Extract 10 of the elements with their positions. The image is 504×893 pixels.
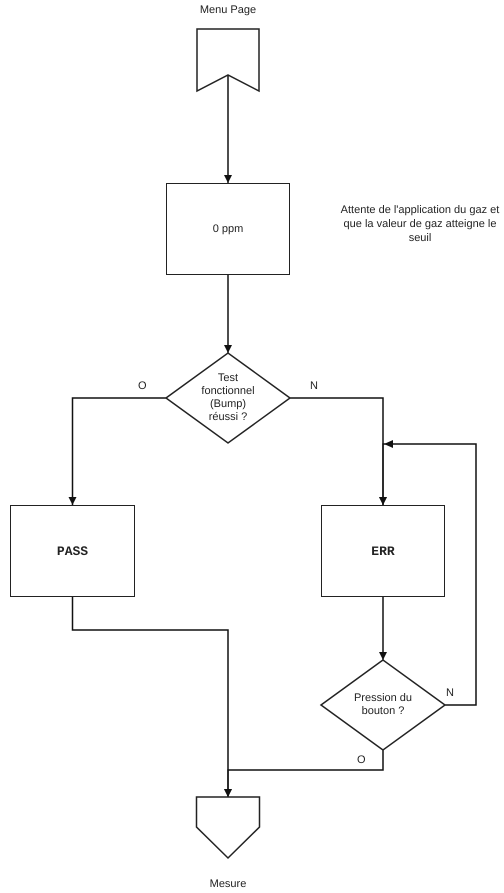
- process-box: PASS: [10, 505, 135, 597]
- note-text: Attente de l'application du gaz et que la valeur de gaz atteigne le seuil: [340, 203, 500, 245]
- edge-label: N: [445, 687, 455, 699]
- decision-diamond: Pression du bouton ?: [321, 660, 445, 750]
- edge-label: N: [309, 380, 319, 392]
- edge-label: O: [137, 380, 148, 392]
- edge-label: O: [356, 754, 367, 766]
- process-box: 0 ppm: [166, 183, 290, 275]
- process-box: ERR: [321, 505, 445, 597]
- decision-diamond: Test fonctionnel (Bump) réussi ?: [166, 353, 290, 443]
